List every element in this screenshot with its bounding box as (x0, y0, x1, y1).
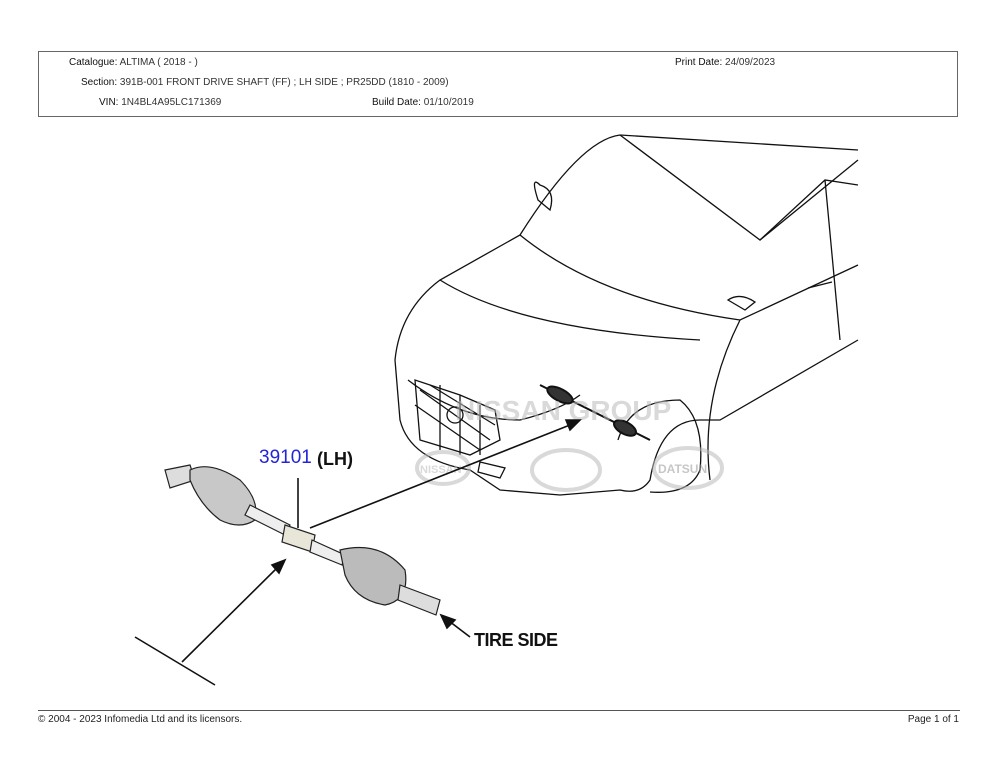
watermark: NISSAN GROUP NISSAN DATSUN (415, 395, 724, 492)
page-indicator: Page 1 of 1 (907, 714, 959, 725)
svg-text:DATSUN: DATSUN (658, 462, 707, 476)
svg-text:NISSAN GROUP: NISSAN GROUP (455, 395, 671, 426)
section-value: 391B-001 FRONT DRIVE SHAFT (FF) ; LH SID… (119, 77, 449, 88)
vin-value: 1N4BL4A95LC171369 (121, 97, 222, 108)
part-number-callout[interactable]: 39101 (259, 447, 312, 468)
leader-lines (134, 419, 582, 686)
catalogue-label: Catalogue: (69, 57, 118, 68)
section-label: Section: (81, 77, 118, 88)
catalogue-value: ALTIMA ( 2018 - ) (119, 57, 198, 68)
shaft-in-car (539, 384, 651, 441)
footer-divider (38, 710, 960, 711)
drive-shaft-illustration (164, 464, 441, 616)
parts-diagram: NISSAN GROUP NISSAN DATSUN (134, 134, 859, 686)
print-date-value: 24/09/2023 (725, 57, 776, 68)
print-date-label: Print Date: (675, 57, 723, 68)
copyright-text: © 2004 - 2023 Infomedia Ltd and its lice… (38, 714, 243, 725)
build-date-value: 01/10/2019 (423, 97, 474, 108)
build-date-label: Build Date: (372, 97, 421, 108)
svg-text:NISSAN: NISSAN (420, 464, 462, 476)
header-info-box: Catalogue: ALTIMA ( 2018 - ) Print Date:… (38, 51, 958, 117)
tire-side-label: TIRE SIDE (474, 630, 558, 650)
car-outline (394, 134, 859, 496)
part-side-label: (LH) (317, 449, 353, 469)
vin-label: VIN: (99, 97, 119, 108)
